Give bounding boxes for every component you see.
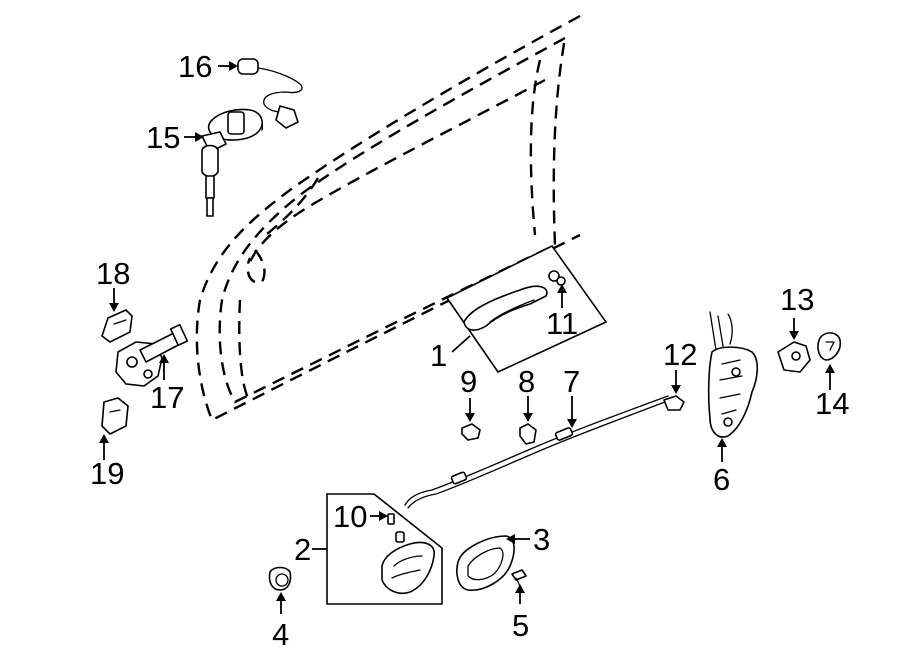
clip-part-9 (461, 423, 481, 441)
callout-3: 3 (533, 522, 550, 557)
callout-6: 6 (713, 462, 730, 497)
callout-2: 2 (294, 532, 311, 567)
callout-1: 1 (430, 338, 447, 373)
callout-12: 12 (663, 337, 697, 372)
door-check-part (115, 323, 189, 387)
striker-plate-part (817, 332, 842, 361)
upper-hinge-part (101, 309, 133, 343)
plug-part (268, 566, 292, 591)
screw-part-10 (387, 513, 395, 525)
callout-17: 17 (150, 380, 184, 415)
callout-19: 19 (90, 456, 124, 491)
screw-part-5 (511, 569, 527, 587)
lower-hinge-part (101, 397, 129, 435)
callout-18: 18 (96, 256, 130, 291)
callout-8: 8 (518, 364, 535, 399)
callout-11: 11 (546, 306, 578, 341)
callout-14: 14 (815, 386, 849, 421)
door-outline (195, 14, 581, 422)
outside-handle-part (445, 244, 608, 374)
clip-part-8 (519, 423, 537, 445)
leader-lines (99, 61, 835, 614)
inside-handle-part (326, 493, 443, 605)
striker-part (777, 341, 811, 373)
control-cable-part (404, 395, 671, 509)
callout-7: 7 (563, 364, 580, 399)
callout-labels: 16 15 18 17 19 1 11 9 8 7 12 13 14 6 10 … (90, 49, 849, 652)
callout-9: 9 (460, 364, 477, 399)
handle-cap-part (548, 270, 566, 286)
callout-16: 16 (178, 49, 212, 84)
cable-clip-part (663, 395, 685, 411)
callout-4: 4 (272, 617, 289, 652)
callout-15: 15 (146, 120, 180, 155)
door-latch-part (707, 311, 759, 438)
callout-10: 10 (333, 499, 367, 534)
lock-cylinder-part (201, 108, 263, 217)
callout-13: 13 (780, 282, 814, 317)
callout-5: 5 (512, 608, 529, 643)
handle-bezel-part (456, 535, 515, 591)
